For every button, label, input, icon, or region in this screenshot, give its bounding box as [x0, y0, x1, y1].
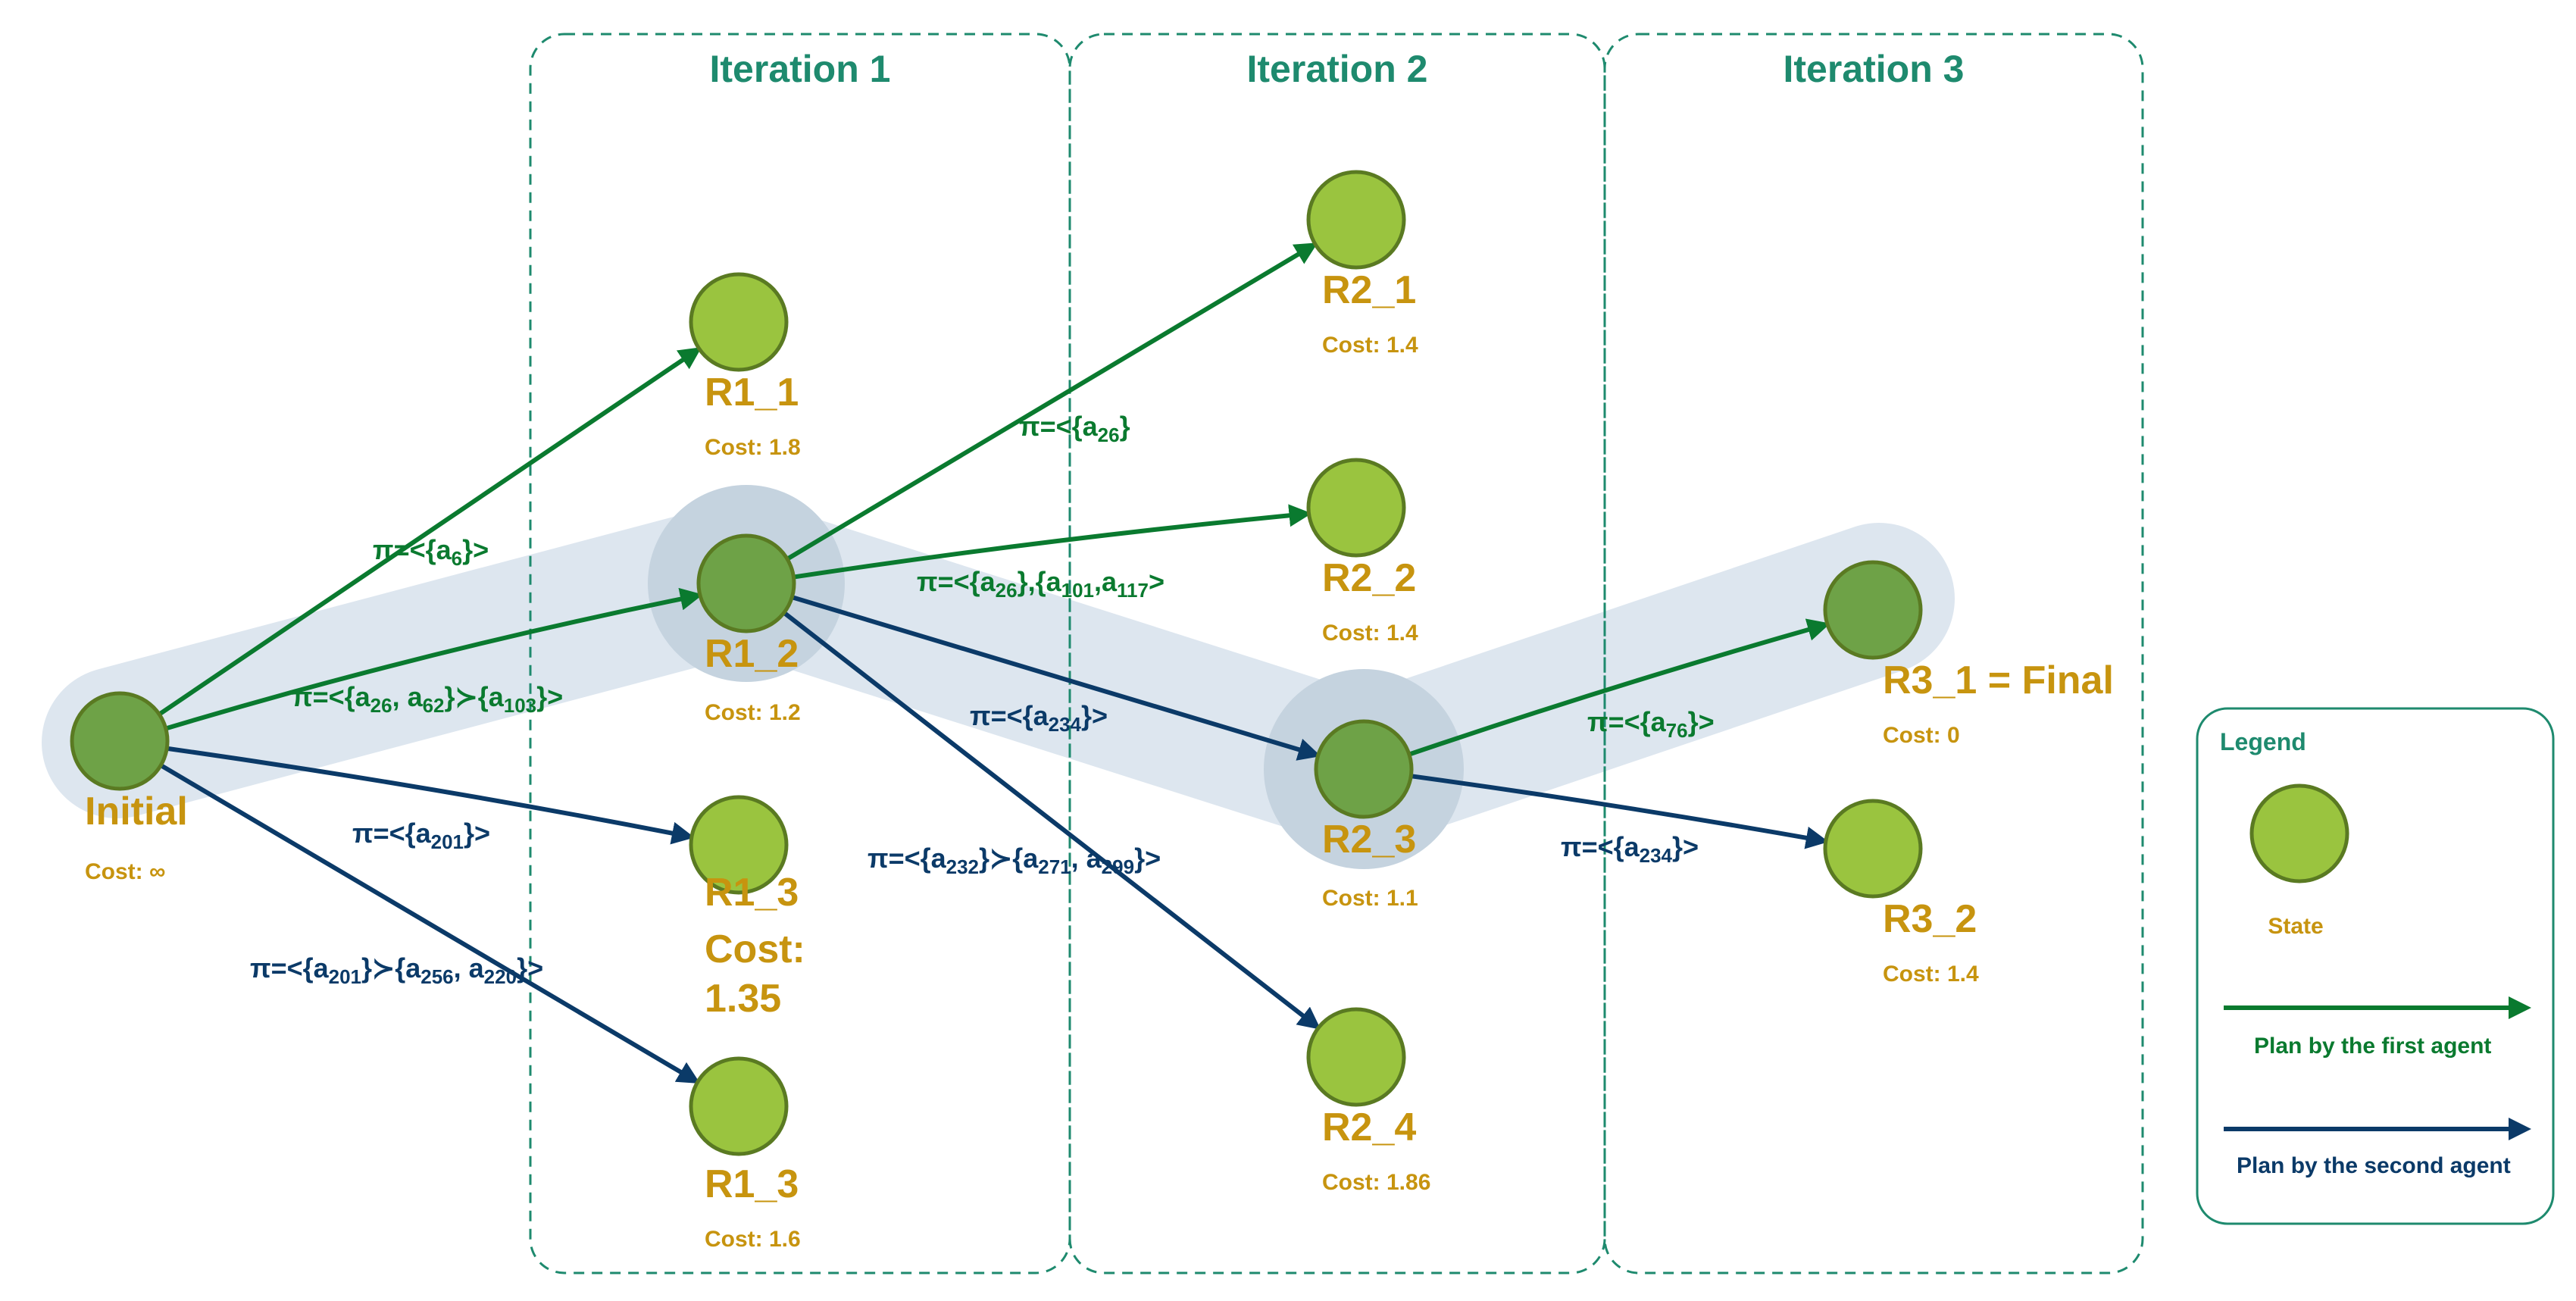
plan-label-r2_3-to-r3_1: π=<{a76}> — [1587, 706, 1715, 742]
state-cost-r2-1: Cost: 1.4 — [1322, 333, 1418, 358]
state-cost-r2-2: Cost: 1.4 — [1322, 621, 1418, 646]
plan-label-r1_2-to-r2_3: π=<{a234}> — [970, 700, 1108, 736]
state-label-r2-1: R2_1 — [1322, 268, 1416, 312]
state-node-r2-4[interactable] — [1306, 1007, 1406, 1107]
state-cost-r2-3: Cost: 1.1 — [1322, 886, 1418, 911]
plan-label-r1_2-to-r2_1: π=<{a26} — [1019, 411, 1130, 446]
state-cost-line-r1-3a-1: 1.35 — [705, 977, 781, 1021]
plan-edge-initial-to-r1_3b — [143, 753, 701, 1084]
plan-edge-initial-to-r1_3a — [147, 743, 695, 845]
iteration-2-title: Iteration 2 — [1247, 48, 1428, 90]
state-label-initial: Initial — [85, 790, 188, 833]
plan-edges — [142, 242, 1830, 1084]
state-node-r1-3a[interactable] — [689, 795, 789, 895]
state-cost-r1-1: Cost: 1.8 — [705, 435, 801, 460]
state-cost-r3-1: Cost: 0 — [1883, 723, 1960, 748]
state-cost-r1-3b: Cost: 1.6 — [705, 1227, 801, 1252]
iteration-1-frame — [529, 33, 1071, 1274]
iteration-1-title: Iteration 1 — [710, 48, 891, 90]
iteration-3-frame — [1603, 33, 2144, 1274]
state-label-r3-1: R3_1 = Final — [1883, 658, 2114, 702]
state-label-r1-3a: R1_3 — [705, 871, 799, 915]
plan-label-initial-to-r1_2: π=<{a26, a62}≻{a103}> — [292, 681, 563, 717]
legend: Legend State Plan by the first agent Pla… — [2196, 707, 2555, 1225]
plan-edge-r1_2-to-r2_4 — [767, 599, 1321, 1030]
state-node-r1-3b[interactable] — [689, 1056, 789, 1156]
plan-edge-initial-to-r1_2 — [146, 587, 703, 737]
legend-state-label: State — [2268, 914, 2323, 939]
state-cost-r2-4: Cost: 1.86 — [1322, 1170, 1430, 1195]
legend-first-agent-label: Plan by the first agent — [2254, 1034, 2491, 1059]
state-node-r1-1[interactable] — [689, 272, 789, 372]
state-label-r1-3b: R1_3 — [705, 1162, 799, 1206]
state-label-r2-3: R2_3 — [1322, 818, 1416, 862]
plan-label-initial-to-r1_1: π=<{a6}> — [373, 534, 489, 570]
plan-label-r1_2-to-r2_4: π=<{a232}≻{a271, a299}> — [868, 843, 1161, 878]
state-cost-initial: Cost: ∞ — [85, 859, 165, 884]
state-node-r1-2[interactable] — [696, 533, 796, 633]
legend-state-icon — [2249, 783, 2349, 883]
iteration-frames: Iteration 1 Iteration 2 Iteration 3 — [529, 33, 2144, 1274]
state-label-r1-2: R1_2 — [705, 632, 799, 676]
state-label-r2-2: R2_2 — [1322, 556, 1416, 600]
plan-edge-r1_2-to-r2_3 — [773, 590, 1321, 761]
legend-title: Legend — [2220, 728, 2306, 755]
state-node-r2-1[interactable] — [1306, 170, 1406, 270]
state-label-r3-2: R3_2 — [1883, 897, 1977, 941]
state-label-r1-1: R1_1 — [705, 371, 799, 414]
state-label-r2-4: R2_4 — [1322, 1106, 1416, 1149]
state-cost-line-r1-3a-0: Cost: — [705, 927, 805, 971]
plan-edge-r2_3-to-r3_2 — [1391, 771, 1829, 849]
legend-second-agent-label: Plan by the second agent — [2237, 1153, 2511, 1178]
state-cost-r1-2: Cost: 1.2 — [705, 700, 801, 725]
highlight-band — [42, 500, 1955, 849]
legend-box — [2196, 707, 2555, 1225]
state-node-initial[interactable] — [70, 691, 170, 791]
state-node-r3-2[interactable] — [1823, 799, 1923, 899]
plan-edge-initial-to-r1_1 — [142, 347, 702, 727]
plan-label-r1_2-to-r2_2: π=<{a26},{a101,a117> — [917, 566, 1165, 602]
plan-edge-r1_2-to-r2_1 — [769, 242, 1318, 571]
plan-label-initial-to-r1_3b: π=<{a201}≻{a256, a220}> — [250, 952, 543, 988]
state-node-r2-2[interactable] — [1306, 458, 1406, 558]
state-node-r3-1[interactable] — [1823, 560, 1923, 660]
plan-labels: π=<{a6}> π=<{a26, a62}≻{a103}> π=<{a201}> π… — [250, 411, 1715, 988]
iteration-3-title: Iteration 3 — [1784, 48, 1965, 90]
state-node-r2-3[interactable] — [1314, 719, 1414, 819]
state-cost-r3-2: Cost: 1.4 — [1883, 962, 1979, 987]
plan-edge-r2_3-to-r3_1 — [1390, 618, 1830, 763]
plan-label-r2_3-to-r3_2: π=<{a234}> — [1561, 831, 1699, 867]
plan-label-initial-to-r1_3a: π=<{a201}> — [352, 818, 490, 853]
plan-edge-r1_2-to-r2_2 — [774, 504, 1312, 583]
